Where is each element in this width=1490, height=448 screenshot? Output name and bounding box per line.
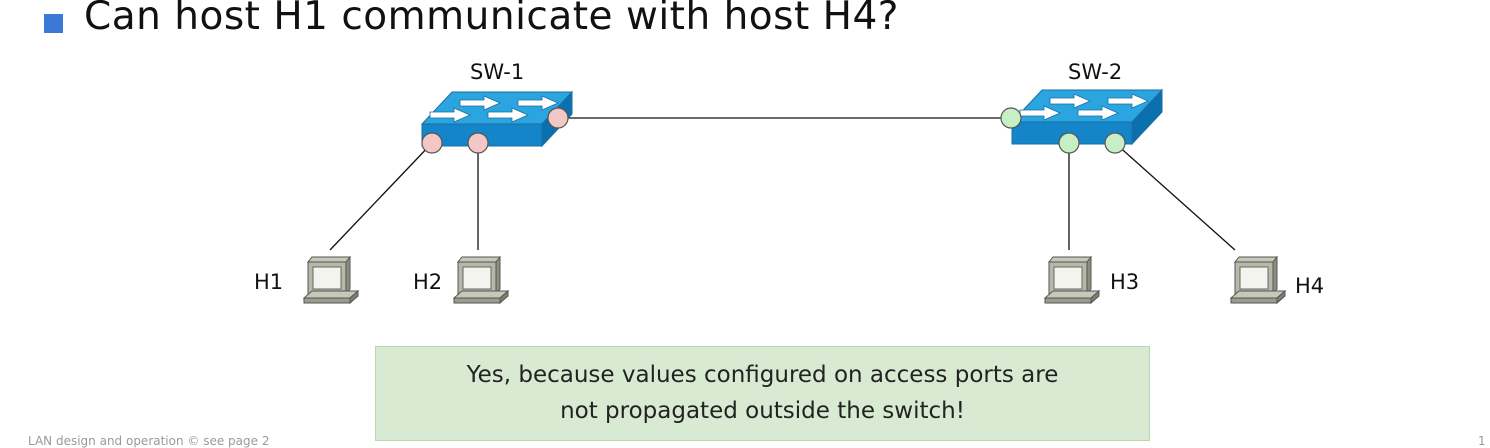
footer-copyright: LAN design and operation © see page 2 [28,434,270,448]
switch-label-sw2: SW-2 [1068,60,1123,84]
port-marker-icon [1058,132,1080,154]
answer-callout: Yes, because values configured on access… [375,346,1150,441]
port-marker-icon [1104,132,1126,154]
computer-icon [303,256,359,304]
computer-icon [1044,256,1100,304]
host-label-h3: H3 [1110,270,1140,294]
host-label-h4: H4 [1295,274,1325,298]
port-marker-icon [1000,107,1022,129]
page-number: 1 [1478,434,1486,448]
port-marker-icon [547,107,569,129]
answer-line-2: not propagated outside the switch! [560,398,965,424]
host-label-h2: H2 [413,270,443,294]
link-h4 [1114,142,1236,251]
switch-label-sw1: SW-1 [470,60,525,84]
port-marker-icon [467,132,489,154]
link-h1 [329,142,433,251]
answer-line-1: Yes, because values configured on access… [466,362,1059,388]
computer-icon [453,256,509,304]
computer-icon [1230,256,1286,304]
switch-icon [1011,89,1163,145]
host-label-h1: H1 [254,270,284,294]
bullet-square-icon [44,14,63,33]
port-marker-icon [421,132,443,154]
slide-question: Can host H1 communicate with host H4? [84,0,900,39]
